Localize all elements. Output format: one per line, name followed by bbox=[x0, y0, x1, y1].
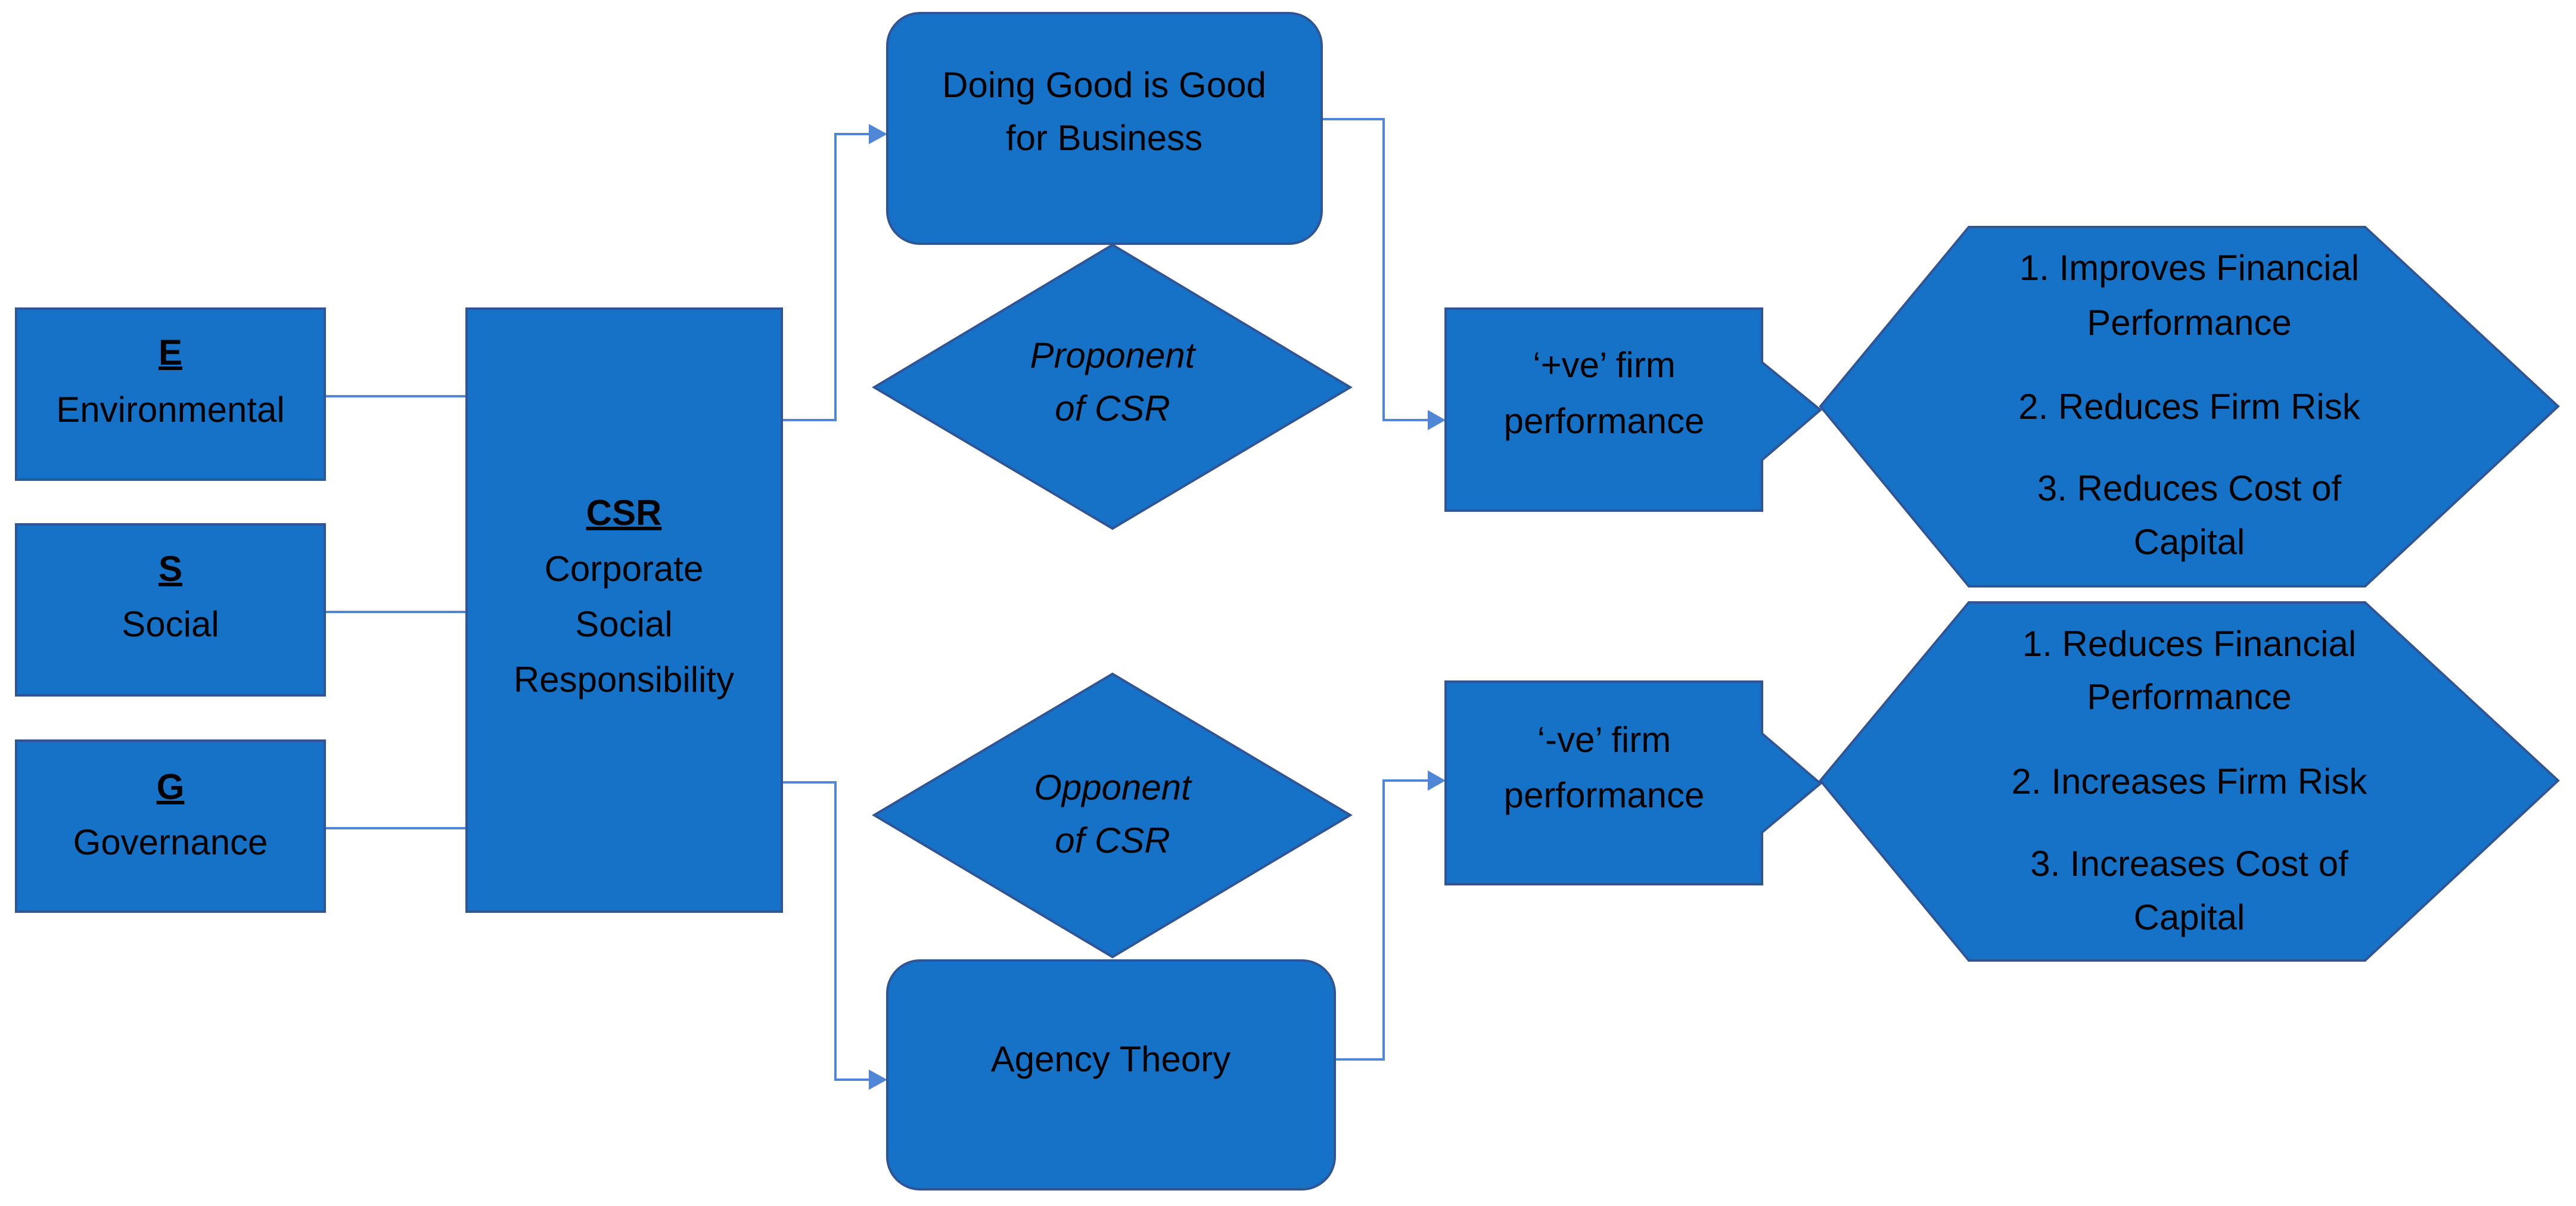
csr-line3: Responsibility bbox=[514, 660, 734, 700]
positive-performance-arrow: ‘+ve’ firm performance bbox=[1444, 307, 1823, 512]
doing-good-line2: for Business bbox=[1006, 118, 1202, 158]
arrowhead-negative bbox=[1428, 770, 1446, 791]
connectors bbox=[325, 118, 1446, 1090]
esg-g-box: G Governance bbox=[15, 739, 326, 913]
negative-outcomes-hexagon: 1. Reduces Financial Performance 2. Incr… bbox=[1819, 601, 2560, 962]
negative-outcome-2: 2. Increases Firm Risk bbox=[2012, 761, 2368, 801]
connector-bottom-box-to-negative bbox=[1335, 779, 1430, 1061]
esg-e-name: Environmental bbox=[56, 390, 285, 430]
positive-perf-line2: performance bbox=[1504, 401, 1705, 441]
csr-abbr: CSR bbox=[586, 493, 662, 533]
connector-csr-to-top-box bbox=[782, 133, 870, 421]
arrowhead-bottom-box bbox=[869, 1070, 887, 1090]
esg-s-letter: S bbox=[159, 549, 182, 589]
esg-s-name: Social bbox=[122, 604, 219, 644]
negative-outcome-3-line2: Capital bbox=[2134, 897, 2245, 937]
negative-performance-arrow: ‘-ve’ firm performance bbox=[1444, 680, 1823, 885]
csr-line2: Social bbox=[575, 604, 672, 644]
esg-e-box: E Environmental bbox=[15, 307, 326, 481]
agency-theory-box: Agency Theory bbox=[886, 959, 1336, 1191]
negative-outcome-3-line1: 3. Increases Cost of bbox=[2030, 844, 2348, 884]
esg-e-letter: E bbox=[159, 332, 182, 372]
positive-outcome-1-line1: 1. Improves Financial bbox=[2019, 248, 2359, 288]
positive-outcome-3-line2: Capital bbox=[2134, 522, 2245, 562]
proponent-line2: of CSR bbox=[1055, 388, 1170, 428]
negative-outcome-1-line1: 1. Reduces Financial bbox=[2022, 624, 2356, 664]
proponent-line1: Proponent bbox=[1030, 335, 1197, 375]
doing-good-line1: Doing Good is Good bbox=[942, 65, 1266, 105]
negative-perf-line1: ‘-ve’ firm bbox=[1537, 720, 1671, 760]
opponent-diamond: Opponent of CSR bbox=[872, 672, 1353, 959]
positive-outcome-1-line2: Performance bbox=[2087, 303, 2291, 343]
arrowhead-top-box bbox=[869, 124, 887, 144]
connector-top-box-to-positive bbox=[1322, 118, 1430, 421]
connector-csr-to-bottom-box bbox=[782, 781, 870, 1081]
agency-theory-label: Agency Theory bbox=[991, 1039, 1230, 1079]
negative-perf-line2: performance bbox=[1504, 775, 1705, 815]
csr-box: CSR Corporate Social Responsibility bbox=[465, 307, 783, 913]
esg-s-box: S Social bbox=[15, 523, 326, 697]
positive-outcome-2: 2. Reduces Firm Risk bbox=[2018, 387, 2360, 427]
csr-line1: Corporate bbox=[545, 549, 704, 589]
positive-outcomes-hexagon: 1. Improves Financial Performance 2. Red… bbox=[1819, 226, 2560, 588]
proponent-diamond: Proponent of CSR bbox=[872, 243, 1353, 530]
opponent-line1: Opponent bbox=[1034, 767, 1192, 807]
arrowhead-positive bbox=[1428, 410, 1446, 430]
esg-g-name: Governance bbox=[73, 822, 268, 862]
doing-good-box: Doing Good is Good for Business bbox=[886, 12, 1323, 245]
opponent-line2: of CSR bbox=[1055, 820, 1170, 860]
negative-outcome-1-line2: Performance bbox=[2087, 677, 2291, 717]
esg-g-letter: G bbox=[157, 767, 185, 807]
positive-outcome-3-line1: 3. Reduces Cost of bbox=[2037, 468, 2342, 508]
positive-perf-line1: ‘+ve’ firm bbox=[1533, 345, 1675, 385]
